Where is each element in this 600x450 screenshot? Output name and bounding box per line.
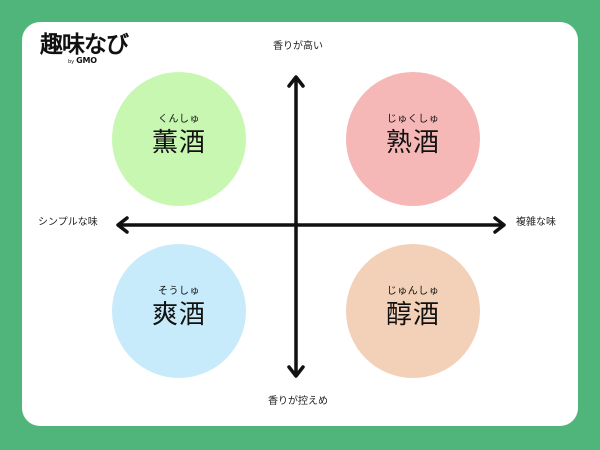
brand-logo-company: GMO [76,56,97,65]
quadrant-soshu: そうしゅ 爽酒 [112,244,246,378]
axis-label-right: 複雑な味 [516,217,556,228]
quadrant-reading: そうしゅ [158,285,200,297]
quadrant-kunshu: くんしゅ 薫酒 [112,72,246,206]
quadrant-reading: じゅんしゅ [386,285,440,297]
brand-logo-by: by [68,59,75,65]
quadrant-junshu: じゅんしゅ 醇酒 [346,244,480,378]
brand-logo-text: 趣味なび [40,32,129,58]
quadrant-reading: じゅくしゅ [386,113,440,125]
quadrant-name: 醇酒 [385,299,440,330]
arrowhead-left [116,216,129,234]
arrowhead-top [287,75,305,88]
axis-lines [116,75,506,378]
quadrant-name: 爽酒 [151,299,206,330]
quadrant-jukushu: じゅくしゅ 熟酒 [346,72,480,206]
axis-label-bottom: 香りが控えめ [268,396,328,407]
quadrant-reading: くんしゅ [158,113,200,125]
axis-label-left: シンプルな味 [38,217,98,228]
axis-label-top: 香りが高い [273,41,323,52]
arrowhead-right [493,216,506,234]
quadrant-name: 熟酒 [385,127,440,158]
arrowhead-bottom [287,365,305,378]
quadrant-name: 薫酒 [151,127,206,158]
